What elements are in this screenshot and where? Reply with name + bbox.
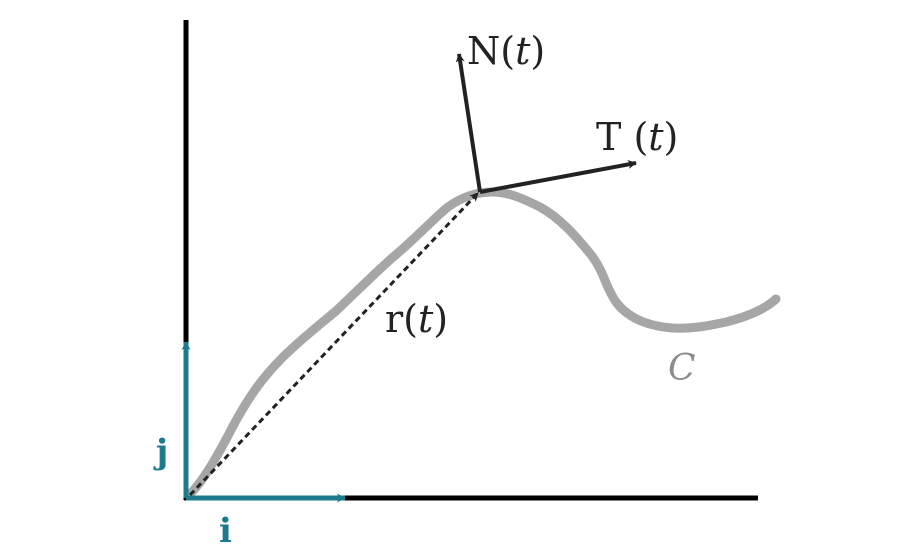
- label-unit-i: i: [219, 511, 232, 551]
- label-tangent-arg: t: [648, 115, 664, 159]
- curve-c: [187, 187, 781, 497]
- label-tangent-name: T: [596, 115, 621, 159]
- label-normal: N(t): [467, 29, 545, 73]
- label-normal-arg: t: [515, 29, 531, 73]
- label-normal-name: N: [467, 29, 500, 73]
- label-position: r(t): [385, 297, 448, 341]
- position-vector-r: [188, 191, 480, 497]
- label-curve-c: C: [668, 348, 696, 389]
- label-position-arg: t: [418, 297, 434, 341]
- label-position-name: r: [385, 297, 404, 341]
- label-unit-j: j: [153, 432, 168, 472]
- label-tangent: T (t): [596, 115, 678, 159]
- tangent-vector-t: [479, 160, 637, 194]
- normal-vector-n: [455, 53, 482, 193]
